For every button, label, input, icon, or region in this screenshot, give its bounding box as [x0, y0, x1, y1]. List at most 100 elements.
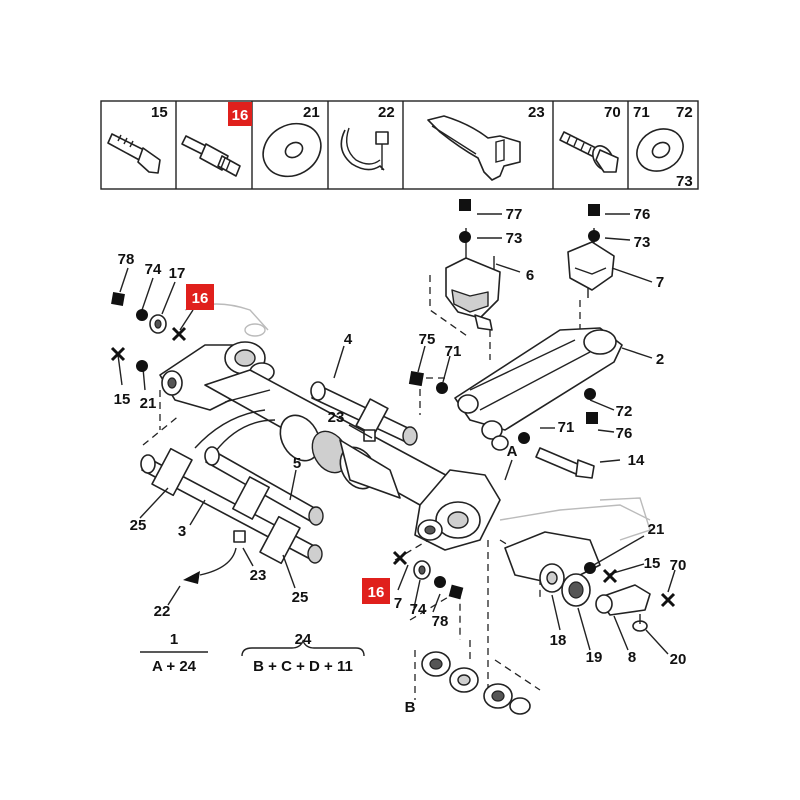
header-label-23: 23	[528, 104, 545, 121]
clip-band-icon	[340, 127, 389, 171]
callout-70: 70	[670, 557, 687, 574]
dot-marker-icon	[518, 432, 530, 444]
nut-icon-23-upper	[363, 429, 376, 442]
square-marker-icon	[588, 204, 600, 216]
header-cell-22: 22	[340, 104, 395, 171]
callout-78: 78	[118, 251, 135, 268]
assembly-legend: 1 A + 24 24 B + C + D + 11	[140, 631, 365, 675]
bracket-icon	[427, 115, 521, 181]
direction-arrow	[183, 547, 237, 584]
callout-75: 75	[419, 331, 436, 348]
flat-washer-icon	[262, 122, 322, 178]
callout-16-upper: 16	[192, 290, 209, 307]
square-marker-icon	[459, 199, 471, 211]
header-cell-15: 15	[107, 104, 168, 174]
callout-71: 71	[445, 343, 462, 360]
callout-8: 8	[628, 649, 636, 666]
engine-mount-7	[567, 228, 615, 298]
countersunk-bolt-icon	[107, 133, 161, 174]
header-cell-16: 16	[181, 102, 252, 177]
callout-2: 2	[656, 351, 664, 368]
header-cell-21: 21	[262, 104, 322, 178]
header-label-22: 22	[378, 104, 395, 121]
callout-15: 15	[114, 391, 131, 408]
link-arm-2	[454, 327, 623, 451]
dot-marker-icon	[584, 388, 596, 400]
callout-76: 76	[616, 425, 633, 442]
header-label-16: 16	[232, 107, 249, 124]
legend-entry-1: 1 A + 24	[140, 631, 208, 675]
fastener-header-strip: 15 16 21	[100, 100, 699, 190]
square-marker-icon	[586, 412, 598, 424]
dot-marker-icon	[436, 382, 448, 394]
callout-23: 23	[328, 409, 345, 426]
square-marker-icon	[408, 371, 424, 387]
cross-marker-icon	[392, 550, 408, 566]
header-cell-70: 70	[559, 104, 621, 173]
callout-78: 78	[432, 613, 449, 630]
legend-formula-24: B + C + D + 11	[253, 658, 353, 675]
callout-74: 74	[410, 601, 427, 618]
callout-73: 73	[506, 230, 523, 247]
callout-B: B	[405, 699, 416, 716]
callout-72: 72	[616, 403, 633, 420]
callout-21: 21	[140, 395, 157, 412]
highlight-badge-16-upper: 16	[186, 284, 214, 310]
callout-25: 25	[292, 589, 309, 606]
header-cell-71-72-73: 71 72 73	[633, 104, 693, 190]
dot-marker-icon	[588, 230, 600, 242]
cross-marker-icon	[660, 592, 676, 608]
callout-17: 17	[169, 265, 186, 282]
legend-entry-24: 24 B + C + D + 11	[241, 631, 365, 675]
callout-6: 6	[526, 267, 534, 284]
nut-icon-23-lower	[233, 530, 246, 543]
legend-part-24: 24	[295, 631, 312, 648]
legend-formula-1: A + 24	[152, 658, 197, 675]
callout-19: 19	[586, 649, 603, 666]
hub-assembly	[504, 531, 651, 632]
bushing-7-icon	[413, 560, 431, 580]
callout-20: 20	[670, 651, 687, 668]
cross-marker-icon	[171, 326, 187, 342]
header-label-73: 73	[676, 173, 693, 190]
callout-A: A	[507, 443, 518, 460]
dot-marker-icon	[136, 360, 148, 372]
header-label-71: 71	[633, 104, 650, 121]
callout-3: 3	[178, 523, 186, 540]
header-frame	[100, 100, 699, 190]
flange-bolt-icon	[559, 131, 619, 173]
dot-marker-icon	[459, 231, 471, 243]
callout-22: 22	[154, 603, 171, 620]
callout-21: 21	[648, 521, 665, 538]
callout-77: 77	[506, 206, 523, 223]
header-label-15: 15	[151, 104, 168, 121]
callout-76: 76	[634, 206, 651, 223]
square-marker-icon	[448, 584, 464, 600]
callout-73: 73	[634, 234, 651, 251]
callout-7: 7	[394, 595, 402, 612]
header-label-21: 21	[303, 104, 320, 121]
callout-7: 7	[656, 274, 664, 291]
callout-14: 14	[628, 452, 645, 469]
square-marker-icon	[111, 292, 125, 306]
leader-lines	[117, 213, 676, 655]
header-cell-23: 23	[427, 104, 545, 181]
dot-marker-icon	[136, 309, 148, 321]
cross-beam-tube	[194, 369, 456, 506]
callout-74: 74	[145, 261, 162, 278]
dot-marker-icon	[584, 562, 596, 574]
legend-part-1: 1	[170, 631, 178, 648]
callout-25: 25	[130, 517, 147, 534]
cross-marker-icon	[110, 346, 126, 362]
header-badge-16	[228, 102, 252, 126]
symbol-markers	[110, 199, 676, 608]
header-label-70: 70	[604, 104, 621, 121]
callout-16-lower: 16	[368, 584, 385, 601]
clamp-plates	[151, 398, 389, 565]
callout-23: 23	[250, 567, 267, 584]
conical-washer-icon	[636, 128, 684, 172]
callout-4: 4	[344, 331, 353, 348]
right-pivot-bracket	[414, 469, 501, 551]
